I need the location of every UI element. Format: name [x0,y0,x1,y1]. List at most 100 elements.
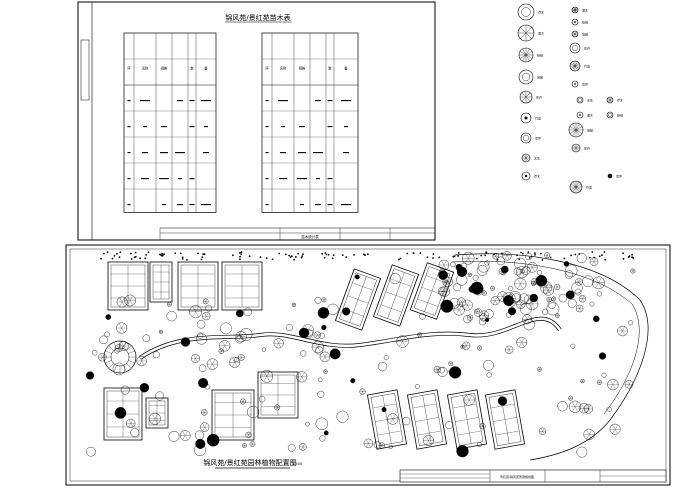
planted-tree-symbol [440,299,454,313]
planted-tree-symbol [387,413,399,425]
lower-sheet-title: 锦风苑/景红苑园林植物配置图 [203,458,296,467]
planted-tree-symbol [596,379,603,386]
hedge-dot [528,257,531,259]
planted-tree-symbol [570,343,576,349]
planted-tree-symbol [546,297,552,303]
planted-tree-symbol [191,354,200,363]
planted-tree-symbol [152,351,160,359]
hedge-dot [203,253,206,256]
left-table-header-1: 名称 [142,65,149,70]
planted-tree-symbol [554,284,561,291]
perimeter-road [454,253,649,461]
building-d1 [366,389,408,450]
planted-tree-symbol [439,286,450,297]
planted-tree-symbol [583,404,594,414]
planted-tree-symbol [474,308,483,317]
legend-label: 水生 [534,156,540,161]
hedge-dot [295,256,297,258]
planted-tree-symbol [555,313,560,318]
hedge-dot [516,254,518,257]
planted-tree-symbol [580,379,585,384]
hedge-dot [139,257,142,260]
schedule-table-right: 序名称规格数备 [261,32,359,213]
hedge-dot [540,252,542,255]
hedge-dot [331,257,334,260]
legend-symbol-19 [568,122,584,138]
hedge-dot [202,253,205,256]
legend-symbol-14 [571,80,579,88]
planted-tree-symbol [455,263,463,271]
hedge-dot [144,257,147,260]
planted-tree-symbol [542,308,549,315]
planted-tree-symbol [617,325,628,337]
planted-tree-symbol [514,277,527,290]
planted-tree-symbol [467,272,472,277]
right-table-header-5: 备 [344,65,348,70]
legend-symbol-18 [606,111,614,119]
hedge-dot [239,258,241,261]
hedge-dot [453,255,456,257]
planted-tree-symbol [522,266,531,275]
planted-tree-symbol [166,301,172,307]
planted-tree-symbol [220,322,232,335]
planted-tree-symbol [200,422,210,432]
hedge-dot [248,255,251,258]
planted-tree-symbol [523,319,535,331]
planted-tree-symbol [378,442,385,449]
planted-tree-symbol [197,332,204,339]
planted-tree-symbol [606,406,612,413]
planted-tree-symbol [381,407,387,413]
planted-tree-symbol [536,270,543,276]
right-table-header-1: 名称 [280,65,287,70]
planted-tree-symbol [449,366,462,379]
right-table-header-0: 序 [265,65,269,70]
planted-tree-symbol [363,438,374,449]
planted-tree-symbol [508,307,517,316]
planted-tree-symbol [166,311,177,322]
upper-sheet-title: 锦风苑/景红苑苗木表 [225,13,290,22]
planted-tree-symbol [482,359,494,371]
hedge-dot [163,253,165,256]
hedge-dot [186,259,188,261]
legend-label: 竹类 [584,64,590,69]
left-table-header-4: 数 [190,65,194,70]
building-a3 [177,261,219,311]
hedge-dot [627,256,630,258]
legend-symbol-15 [576,96,584,104]
legend-label: 灌木 [587,113,593,118]
hedge-dot [200,258,203,261]
hedge-dot [485,251,488,254]
planted-tree-symbol [198,364,207,372]
hedge-dot [325,253,328,256]
planted-tree-symbol [179,430,191,441]
legend-label: 地被 [587,128,593,133]
hedge-dot [601,254,603,256]
legend-symbol-16 [606,96,614,104]
hedge-dot [116,252,118,255]
hedge-dot [278,252,281,255]
planted-tree-symbol [202,298,209,305]
hedge-dot [598,255,601,258]
planted-tree-symbol [578,403,590,414]
planted-tree-symbol [481,290,487,296]
hedge-dot [118,256,121,258]
planted-tree-symbol [383,355,389,361]
hedge-dot [631,253,633,256]
planted-tree-symbol [296,371,308,383]
hedge-dot [201,256,204,259]
hedge-dot [284,253,287,256]
planted-tree-symbol [567,298,577,308]
legend-label: 草坪 [535,136,541,141]
planted-tree-symbol [155,391,165,401]
planted-tree-symbol [476,265,488,276]
lower-title-block: 景红苑/锦风苑景观规划图 [399,469,667,483]
planted-tree-symbol [598,352,607,360]
hedge-dot [563,257,566,260]
left-table-header-0: 序 [127,65,131,70]
hedge-dot [574,253,577,256]
planted-tree-symbol [443,279,449,285]
planted-tree-symbol [260,369,274,383]
planted-tree-symbol [323,430,329,436]
planted-tree-symbol [628,320,634,326]
building-d2 [406,389,448,450]
